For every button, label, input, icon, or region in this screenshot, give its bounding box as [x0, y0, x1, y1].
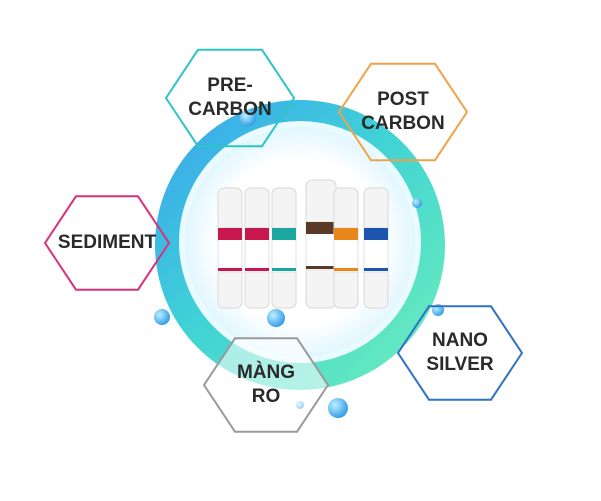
label-line-1: SEDIMENT: [57, 232, 157, 253]
label-line-2: RO: [251, 386, 281, 407]
hexagon-post-carbon: [337, 62, 469, 162]
hexagon-mang-ro-label: MÀNG RO: [196, 361, 336, 409]
hexagon-nano-silver-label: NANO SILVER: [390, 329, 530, 377]
filter-cartridge: [363, 187, 389, 309]
hexagon-sediment: [43, 195, 171, 291]
hexagon-pre-carbon: [164, 48, 296, 148]
label-line-2: CARBON: [361, 113, 445, 134]
hexagon-pre-carbon-label: PRE- CARBON: [160, 74, 300, 122]
hexagon-sediment-label: SEDIMENT: [37, 231, 177, 255]
hexagon-post-carbon-label: POST CARBON: [333, 88, 473, 136]
label-line-2: SILVER: [426, 354, 494, 375]
filter-cartridge: [217, 187, 243, 309]
hexagon-nano-silver: [396, 305, 524, 401]
hexagon-mang-ro: [202, 337, 330, 433]
label-line-2: CARBON: [188, 99, 272, 120]
hexagons: [43, 48, 524, 433]
filter-cartridge: [244, 187, 270, 309]
bubbles: [154, 110, 444, 418]
label-line-1: NANO: [432, 330, 488, 351]
label-line-1: MÀNG: [236, 362, 296, 383]
filter-cartridge: [333, 187, 359, 309]
label-line-1: POST: [377, 89, 429, 110]
filter-cartridge: [271, 187, 297, 309]
label-line-1: PRE-: [207, 75, 253, 96]
filter-cartridges: [217, 179, 389, 309]
filter-cartridge: [305, 179, 337, 309]
